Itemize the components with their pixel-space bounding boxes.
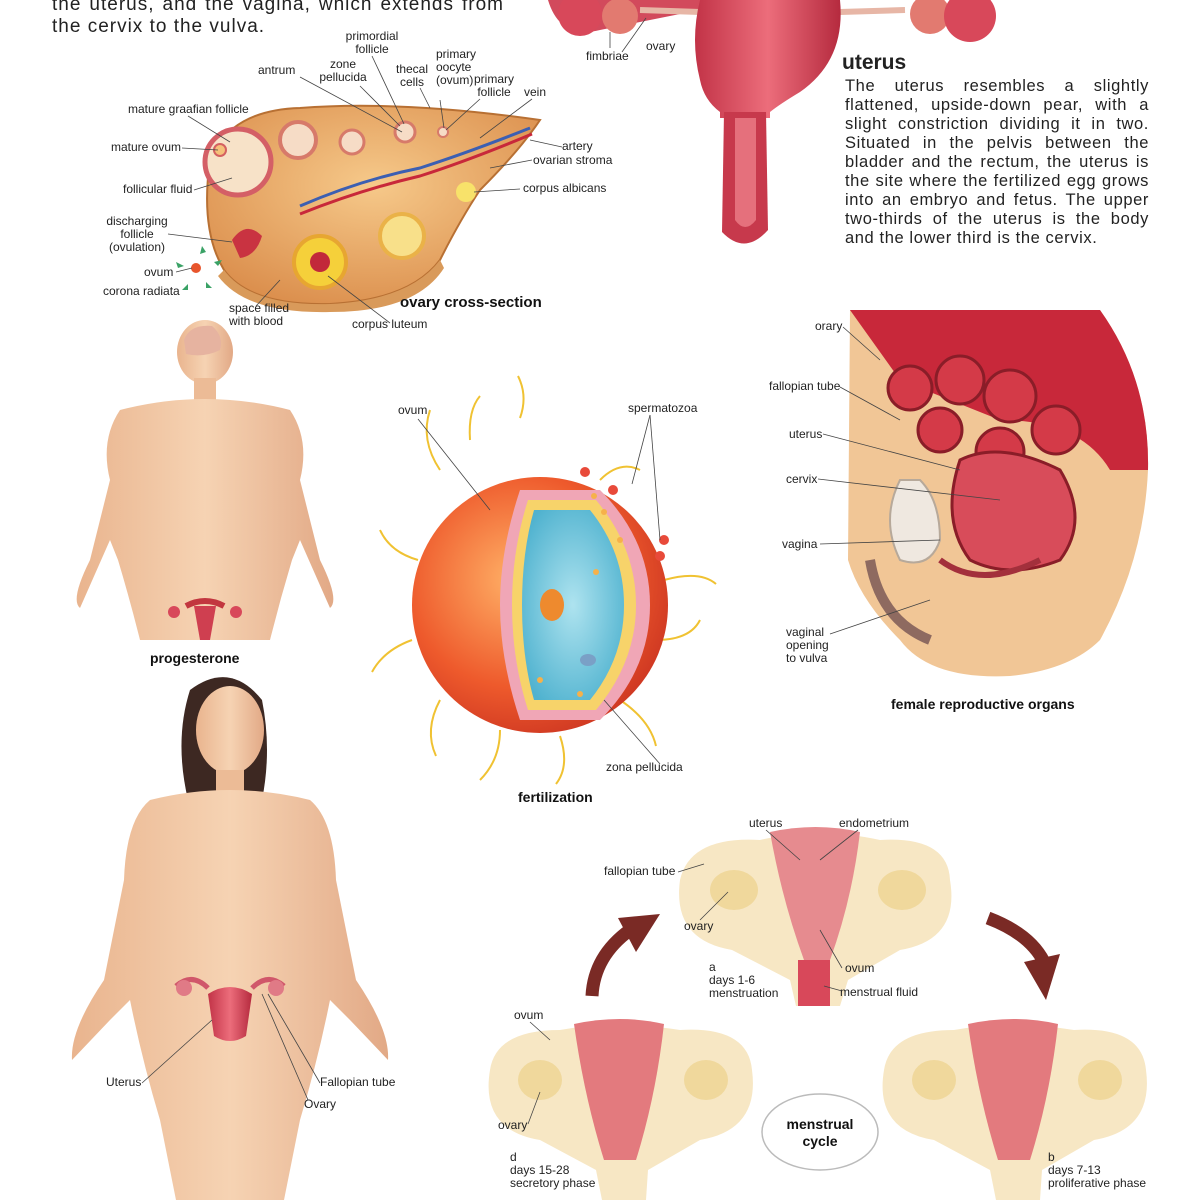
label-ovary-cycle-a: ovary xyxy=(684,919,714,933)
uterus-desc-line: slight constriction dividing it in two. xyxy=(845,115,1149,133)
caption-fertilization: fertilization xyxy=(518,789,593,805)
label-vagina: vagina xyxy=(782,537,818,551)
uterus-desc-line: and the lower third is the cervix. xyxy=(845,229,1098,247)
stage-d-letter: d xyxy=(510,1150,517,1164)
label-zone-pellucida: zone pellucida xyxy=(319,57,367,84)
label-thecal-cells: thecal cells xyxy=(395,62,429,89)
label-cervix: cervix xyxy=(786,472,818,486)
cycle-arrow-right xyxy=(985,911,1060,1000)
uterus-stage-d xyxy=(488,1019,753,1200)
label-fallopian-tube-figure: Fallopian tube xyxy=(320,1075,396,1089)
label-primary-follicle: primary follicle xyxy=(473,72,514,99)
label-endometrium: endometrium xyxy=(839,816,910,830)
label-zona-pellucida: zona pellucida xyxy=(606,760,683,774)
caption-progesterone: progesterone xyxy=(150,650,240,666)
leader-lines xyxy=(141,17,1001,1125)
label-artery: artery xyxy=(562,139,593,153)
label-orary: orary xyxy=(815,319,843,333)
label-primordial-follicle: primordial follicle xyxy=(345,29,399,56)
menstrual-cycle-ellipse xyxy=(761,1093,879,1171)
intro-paragraph: the uterus, and the vagina, which extend… xyxy=(52,0,504,38)
label-uterus-figure: Uterus xyxy=(106,1075,142,1089)
label-ovum-fertilization: ovum xyxy=(398,403,428,417)
label-ovum: ovum xyxy=(144,265,174,279)
label-ovary-figure: Ovary xyxy=(304,1097,337,1111)
label-corona-radiata: corona radiata xyxy=(103,284,180,298)
label-ovum-cycle-a: ovum xyxy=(845,961,875,975)
uterus-illustration xyxy=(548,0,996,244)
label-ovary-cycle-d: ovary xyxy=(498,1118,528,1132)
uterus-desc-line: flattened, upside-down pear, with a xyxy=(845,96,1149,114)
label-vein: vein xyxy=(524,85,547,99)
label-uterus-cycle: uterus xyxy=(749,816,783,830)
uterus-title: uterus xyxy=(842,51,907,74)
label-uterus-organs: uterus xyxy=(789,427,823,441)
label-spermatozoa: spermatozoa xyxy=(628,401,698,415)
uterus-desc-line: Situated in the pelvis between the xyxy=(845,134,1149,152)
stage-b-letter: b xyxy=(1048,1150,1055,1164)
stage-d-phase: secretory phase xyxy=(510,1176,596,1190)
stage-b-days: days 7-13 xyxy=(1048,1163,1101,1177)
female-figure-small xyxy=(76,320,334,640)
intro-line-2: the cervix to the vulva. xyxy=(52,16,266,37)
stage-d-days: days 15-28 xyxy=(510,1163,570,1177)
label-fallopian-tube-cycle: fallopian tube xyxy=(604,864,676,878)
label-follicular-fluid: follicular fluid xyxy=(123,182,193,196)
uterus-stage-b xyxy=(882,1019,1147,1200)
uterus-desc-line: into an embryo and fetus. The upper xyxy=(845,191,1149,209)
caption-ovary-cross-section: ovary cross-section xyxy=(400,294,542,311)
fertilization-illustration xyxy=(371,375,717,785)
label-space-filled-blood: space filled with blood xyxy=(229,301,290,328)
uterus-desc-line: the site where the fertilized egg grows xyxy=(845,172,1149,190)
reproductive-organs-illustration xyxy=(848,310,1149,677)
uterus-desc-line: The uterus resembles a slightly xyxy=(845,77,1149,95)
intro-line-1: the uterus, and the vagina, which extend… xyxy=(52,0,504,15)
label-ovary-top: ovary xyxy=(646,39,676,53)
stage-a-phase: menstruation xyxy=(709,986,779,1000)
label-antrum: antrum xyxy=(258,63,296,77)
label-discharging-follicle: discharging follicle (ovulation) xyxy=(106,214,168,254)
uterus-desc-line: bladder and the rectum, the uterus is xyxy=(845,153,1149,171)
caption-female-reproductive-organs: female reproductive organs xyxy=(891,696,1075,712)
label-vaginal-opening: vaginal opening to vulva xyxy=(786,625,829,665)
label-corpus-luteum: corpus luteum xyxy=(352,317,428,331)
uterus-desc-line: two-thirds of the uterus is the body xyxy=(845,210,1149,228)
female-figure-large xyxy=(71,677,389,1200)
menstrual-cycle-label: menstrual cycle xyxy=(786,1116,854,1149)
uterus-description: The uterus resembles a slightly flattene… xyxy=(845,77,1149,248)
stage-a-letter: a xyxy=(709,960,716,974)
stage-a-days: days 1-6 xyxy=(709,973,756,987)
label-fallopian-tube-organs: fallopian tube xyxy=(769,379,841,393)
label-menstrual-fluid: menstrual fluid xyxy=(840,985,919,999)
label-primary-oocyte: primary oocyte (ovum) xyxy=(436,47,477,87)
label-ovum-cycle-d: ovum xyxy=(514,1008,544,1022)
uterus-stage-a xyxy=(679,827,952,1006)
ovary-cross-section xyxy=(176,104,542,313)
label-ovarian-stroma: ovarian stroma xyxy=(533,153,613,167)
label-fimbriae: fimbriae xyxy=(586,49,629,63)
label-corpus-albicans: corpus albicans xyxy=(523,181,607,195)
stage-b-phase: proliferative phase xyxy=(1048,1176,1147,1190)
cycle-arrow-left xyxy=(585,914,660,997)
label-mature-graafian-follicle: mature graafian follicle xyxy=(128,102,249,116)
label-mature-ovum: mature ovum xyxy=(111,140,182,154)
